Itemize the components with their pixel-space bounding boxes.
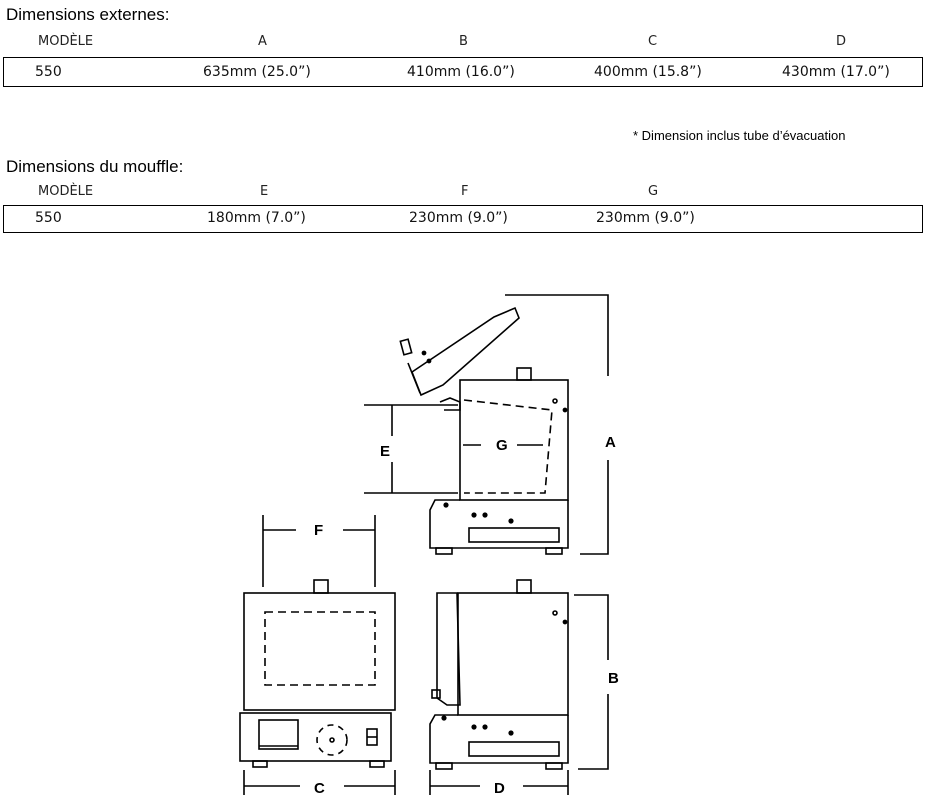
muffle-cell-model: 550 <box>35 210 62 226</box>
dimension-label-c: C <box>314 780 325 795</box>
external-cell-c: 400mm (15.8”) <box>594 64 702 80</box>
muffle-data-row: 550 180mm (7.0”) 230mm (9.0”) 230mm (9.0… <box>3 205 923 233</box>
muffle-header-model: MODÈLE <box>38 184 94 199</box>
dimension-label-a: A <box>605 434 616 451</box>
external-dimensions-title: Dimensions externes: <box>6 5 170 24</box>
side-view-door-closed <box>429 579 609 795</box>
footnote-evacuation-tube: * Dimension inclus tube d’évacuation <box>633 128 846 143</box>
dimension-label-e: E <box>380 443 390 460</box>
external-header-model: MODÈLE <box>38 34 94 49</box>
dimension-label-b: B <box>608 670 619 687</box>
external-header-b: B <box>459 34 468 49</box>
muffle-dimensions-title: Dimensions du mouffle: <box>6 157 184 176</box>
external-header-a: A <box>258 34 267 49</box>
external-header-d: D <box>836 34 847 49</box>
external-cell-b: 410mm (16.0”) <box>407 64 515 80</box>
muffle-header-e: E <box>260 184 269 199</box>
muffle-cell-e: 180mm (7.0”) <box>207 210 306 226</box>
external-cell-d: 430mm (17.0”) <box>782 64 890 80</box>
dimension-label-f: F <box>314 522 323 539</box>
external-cell-a: 635mm (25.0”) <box>203 64 311 80</box>
muffle-cell-f: 230mm (9.0”) <box>409 210 508 226</box>
front-view <box>239 515 396 795</box>
muffle-cell-g: 230mm (9.0”) <box>596 210 695 226</box>
dimension-label-d: D <box>494 780 505 795</box>
dimension-label-g: G <box>496 437 508 454</box>
muffle-header-g: G <box>648 184 659 199</box>
external-header-c: C <box>648 34 658 49</box>
external-cell-model: 550 <box>35 64 62 80</box>
external-data-row: 550 635mm (25.0”) 410mm (16.0”) 400mm (1… <box>3 57 923 87</box>
muffle-header-f: F <box>461 184 469 199</box>
side-view-door-open <box>364 294 609 555</box>
